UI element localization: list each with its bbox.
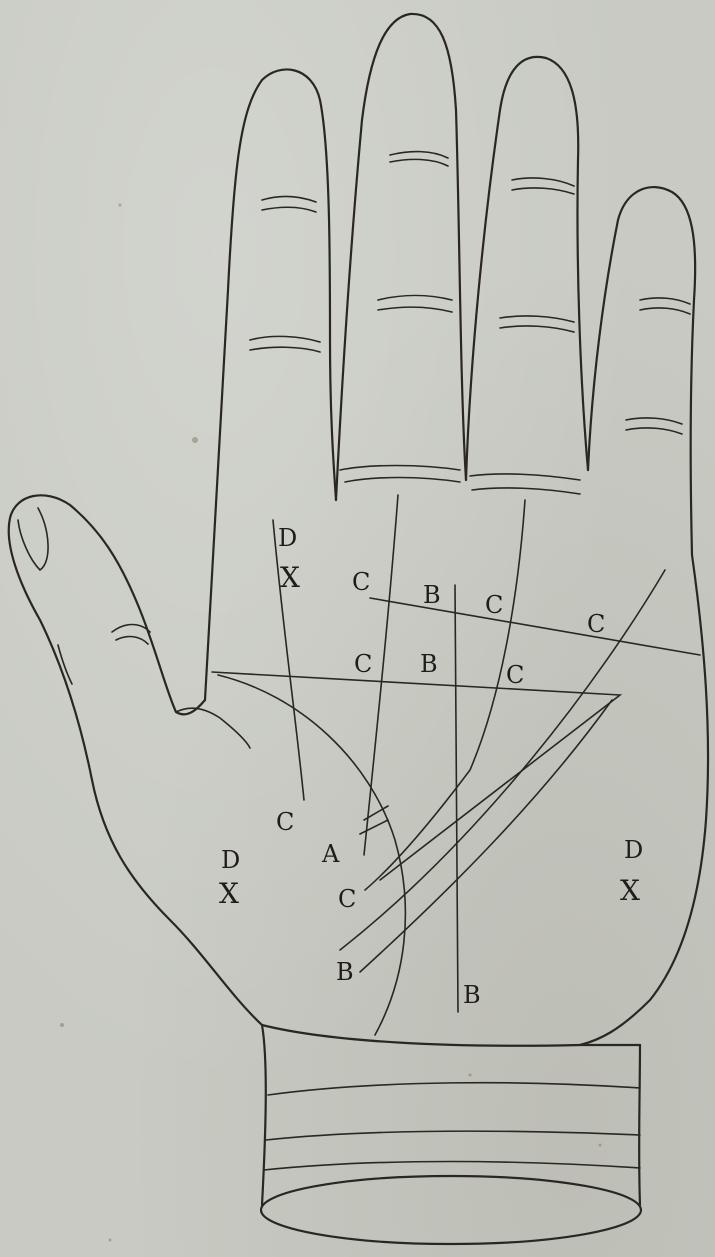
label-c-row1-a: C <box>352 568 370 596</box>
label-b-bottom: B <box>463 981 481 1009</box>
label-c-center: C <box>338 885 356 913</box>
ring-finger-outline <box>466 57 588 480</box>
label-b-lower: B <box>336 958 354 986</box>
thumb-crease <box>116 637 148 644</box>
little-finger-outline <box>588 187 695 555</box>
label-b-row1: B <box>423 581 441 609</box>
bracelet-line-3 <box>264 1162 640 1171</box>
thumbnail-outline <box>18 508 48 570</box>
palm-base-line <box>262 1025 640 1046</box>
label-c-row1-b: C <box>485 591 503 619</box>
bracelet-line-2 <box>266 1131 640 1140</box>
thumb-crease <box>112 625 150 633</box>
label-c-row2-a: C <box>354 650 372 678</box>
index-finger-outline <box>205 69 336 700</box>
wrist-cuff-ellipse <box>261 1176 641 1244</box>
line-b-diagonal-1 <box>340 570 665 950</box>
label-c-row1-c: C <box>587 610 605 638</box>
line-c-upper-transverse <box>370 598 700 655</box>
label-a-center: A <box>321 840 340 868</box>
cross-mark-near-a <box>360 820 388 834</box>
line-c-curve <box>365 500 525 890</box>
label-d-right: D <box>624 836 643 864</box>
label-x-upper: X <box>280 561 300 594</box>
label-c-lower-left: C <box>276 808 294 836</box>
label-d-left: D <box>221 846 240 874</box>
line-b-vertical <box>455 585 458 1012</box>
label-c-row2-b: C <box>506 661 524 689</box>
line-b-diagonal-2 <box>360 700 612 972</box>
label-b-row2: B <box>420 650 438 678</box>
letter-labels: D X C B C C C B C C A C B B D X D X <box>219 524 643 1009</box>
wrist-right-edge <box>639 1045 640 1205</box>
wrist-left-edge <box>262 1025 266 1205</box>
middle-finger-outline <box>336 14 466 500</box>
thumb-outline <box>9 495 262 1025</box>
line-c-middle-transverse <box>212 672 620 880</box>
finger-creases <box>250 152 690 494</box>
label-x-right: X <box>620 874 640 907</box>
label-d-upper: D <box>278 524 297 552</box>
bracelet-line-1 <box>268 1083 640 1095</box>
label-x-left: X <box>219 877 239 910</box>
